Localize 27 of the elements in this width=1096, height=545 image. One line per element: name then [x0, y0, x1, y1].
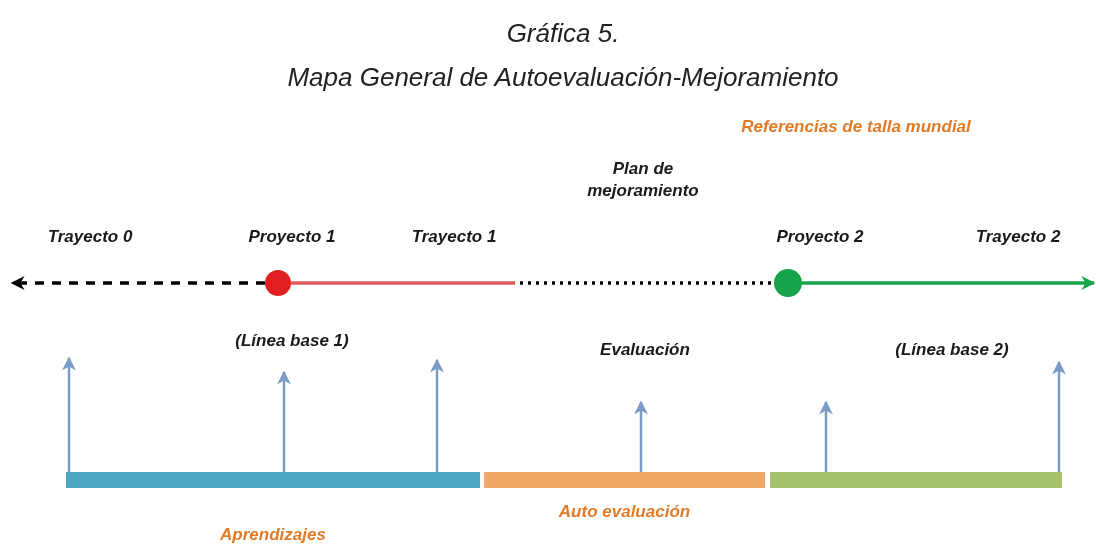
- bar-shape: [770, 472, 1062, 488]
- annotation: (Línea base 2): [895, 338, 1009, 361]
- bar-label: Auto evaluación: [558, 500, 691, 523]
- diagram-title: Gráfica 5.: [506, 18, 620, 49]
- annotation: (Línea base 1): [235, 329, 349, 352]
- timeline-label: Trayecto 2: [975, 225, 1061, 248]
- diagram-subtitle: Mapa General de Autoevaluación-Mejoramiento: [287, 62, 839, 93]
- marker-dot: [774, 269, 802, 297]
- marker-dot: [265, 270, 291, 296]
- arrow: [819, 400, 833, 472]
- connector-line: [520, 281, 774, 285]
- node-label: Proyecto 1: [248, 225, 336, 248]
- annotation: Referencias de talla mundial: [741, 115, 971, 138]
- arrow: [430, 358, 444, 472]
- annotation: Plan de mejoramiento: [586, 157, 700, 202]
- arrow: [1052, 360, 1066, 472]
- arrow: [277, 370, 291, 472]
- arrow: [62, 356, 76, 472]
- timeline-label: Trayecto 0: [47, 225, 133, 248]
- node-label: Proyecto 2: [776, 225, 864, 248]
- annotation: Evaluación: [600, 338, 690, 361]
- arrow: [634, 400, 648, 472]
- timeline-label: Trayecto 1: [411, 225, 497, 248]
- arrow: [802, 276, 1096, 290]
- bar-label: Aprendizajes: [220, 523, 326, 545]
- connector-line: [291, 281, 515, 285]
- arrow: [10, 276, 265, 290]
